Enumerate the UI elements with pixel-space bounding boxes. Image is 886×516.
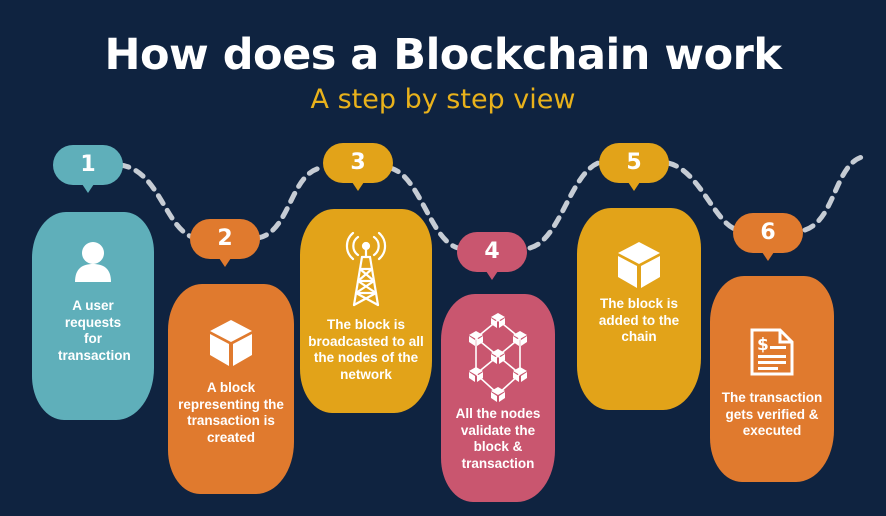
cube-icon <box>616 240 662 295</box>
step-3-text: The block is broadcasted to all the node… <box>308 317 424 382</box>
step-4-card: All the nodes validate the block & trans… <box>441 294 555 502</box>
step-1-number: 1 <box>80 152 96 177</box>
step-1-number-bubble: 1 <box>53 145 123 193</box>
step-2-text: A block representing the transaction is … <box>178 380 284 445</box>
page-title: How does a Blockchain work <box>104 30 782 80</box>
step-1-card: A user requests for transaction <box>32 212 154 420</box>
step-2-card: A block representing the transaction is … <box>168 284 294 494</box>
step-4-number: 4 <box>484 239 500 264</box>
step-6-card: $ The transaction gets verified & execut… <box>710 276 834 482</box>
step-2-number: 2 <box>217 226 233 251</box>
cube-icon <box>208 318 254 373</box>
step-6-number-bubble: 6 <box>733 213 803 261</box>
step-3-number-bubble: 3 <box>323 143 393 191</box>
step-5-text: The block is added to the chain <box>598 296 680 344</box>
step-1-text: A user requests for transaction <box>58 298 131 363</box>
antenna-tower-icon <box>344 231 388 312</box>
step-2-number-bubble: 2 <box>190 219 260 267</box>
step-5-number-bubble: 5 <box>599 143 669 191</box>
step-5-number: 5 <box>626 150 642 175</box>
step-4-number-bubble: 4 <box>457 232 527 280</box>
step-3-card: The block is broadcasted to all the node… <box>300 209 432 413</box>
user-icon <box>73 240 113 289</box>
step-5-card: The block is added to the chain <box>577 208 701 410</box>
invoice-dollar-icon: $ <box>748 328 796 381</box>
step-3-number: 3 <box>350 150 366 175</box>
page-subtitle: A step by step view <box>310 84 576 115</box>
svg-text:$: $ <box>757 335 769 355</box>
step-4-text: All the nodes validate the block & trans… <box>455 406 541 471</box>
step-6-number: 6 <box>760 220 776 245</box>
step-6-text: The transaction gets verified & executed <box>721 390 823 438</box>
node-network-icon <box>458 312 538 409</box>
